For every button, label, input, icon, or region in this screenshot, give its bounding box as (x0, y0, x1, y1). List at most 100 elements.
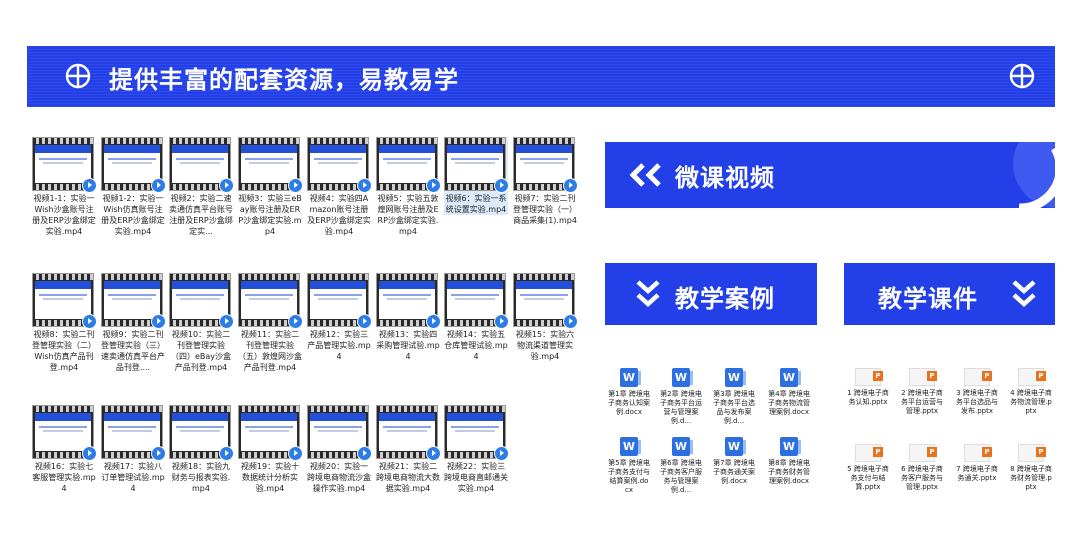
video-thumbnail (238, 405, 303, 461)
decorative-arc-icon (1013, 142, 1055, 208)
play-icon (82, 178, 97, 193)
video-file-name: 视频11：实验二刊登管理实验（五）敦煌网沙盒产品刊登.mp4 (238, 330, 302, 372)
video-file-item[interactable]: 视频20：实验一跨境电商物流沙盒操作实验.mp4 (307, 405, 372, 494)
pptx-file-item[interactable]: P 1 跨境电子商务认知.pptx (846, 368, 890, 407)
video-thumbnail (376, 137, 441, 193)
video-file-item[interactable]: 视频18：实验九财务与报表实验.mp4 (169, 405, 234, 494)
pptx-file-name: 8 跨境电子商务财务管理.pptx (1010, 465, 1052, 491)
docx-file-name: 第3章 跨境电子商务平台选品与发布案例.d... (713, 390, 755, 425)
video-file-item[interactable]: 视频3：实验三eBay账号注册及ERP沙盒绑定实验.mp4 (238, 137, 303, 237)
video-file-item[interactable]: 视频15：实验六物流渠道管理实验.mp4 (513, 273, 578, 362)
video-file-item[interactable]: 视频17：实验八订单管理试验.mp4 (101, 405, 166, 494)
video-file-item[interactable]: 视频7：实验二刊登管理实验（一）商品采集(1).mp4 (513, 137, 578, 226)
play-icon (288, 446, 303, 461)
video-file-name: 视频21：实验二跨境电商物流大数据实验.mp4 (376, 462, 440, 493)
video-file-name: 视频9：实验二刊登管理实验（三）速卖通仿真平台产品刊登.... (101, 330, 165, 372)
video-file-item[interactable]: 视频19：实验十数据统计分析实验.mp4 (238, 405, 303, 494)
pptx-file-name: 6 跨境电子商务客户服务与管理.pptx (901, 465, 943, 491)
video-file-item[interactable]: 视频9：实验二刊登管理实验（三）速卖通仿真平台产品刊登.... (101, 273, 166, 373)
video-file-item[interactable]: 视频6：实验一系统设置实验.mp4 (444, 137, 509, 215)
double-chevron-left-icon (629, 163, 661, 187)
video-file-name: 视频7：实验二刊登管理实验（一）商品采集(1).mp4 (513, 194, 577, 225)
play-icon (82, 314, 97, 329)
micro-video-tile[interactable]: 微课视频 (605, 142, 1055, 208)
play-icon (151, 178, 166, 193)
micro-video-label: 微课视频 (675, 164, 775, 192)
docx-file-name: 第6章 跨境电子商务客户服务与管理案例.d... (660, 459, 702, 494)
docx-file-item[interactable]: W 第6章 跨境电子商务客户服务与管理案例.d... (660, 437, 702, 495)
teaching-cases-label: 教学案例 (675, 285, 775, 313)
plus-circle-icon (65, 63, 91, 89)
video-file-name: 视频18：实验九财务与报表实验.mp4 (171, 462, 231, 493)
video-file-name: 视频8：实验二刊登管理实验（二）Wish仿真产品刊登.mp4 (32, 330, 96, 372)
play-icon (219, 178, 234, 193)
video-file-item[interactable]: 视频14：实验五仓库管理试验.mp4 (444, 273, 509, 362)
video-thumbnail (169, 137, 234, 193)
pptx-file-name: 7 跨境电子商务通关.pptx (956, 465, 998, 482)
teaching-cases-tile[interactable]: 教学案例 (605, 263, 817, 325)
ppt-file-icon: P (1018, 444, 1046, 462)
video-thumbnail (101, 273, 166, 329)
video-file-item[interactable]: 视频10：实验二刊登管理实验（四）eBay沙盒产品刊登.mp4 (169, 273, 234, 373)
video-thumbnail (32, 137, 97, 193)
play-icon (494, 446, 509, 461)
video-file-name: 视频6：实验一系统设置实验.mp4 (445, 194, 507, 214)
video-thumbnail (238, 137, 303, 193)
play-icon (82, 446, 97, 461)
video-file-item[interactable]: 视频16：实验七客服管理实验.mp4 (32, 405, 97, 494)
word-file-icon: W (672, 368, 693, 387)
video-file-item[interactable]: 视频4：实验四Amazon账号注册及ERP沙盒绑定实验.mp4 (307, 137, 372, 237)
video-file-name: 视频1-1：实验一Wish沙盒账号注册及ERP沙盒绑定实验.mp4 (32, 194, 96, 236)
video-thumbnail (376, 405, 441, 461)
video-file-name: 视频5：实验五敦煌网账号注册及ERP沙盒绑定实验.mp4 (377, 194, 439, 236)
ppt-file-icon: P (855, 444, 883, 462)
video-file-item[interactable]: 视频11：实验二刊登管理实验（五）敦煌网沙盒产品刊登.mp4 (238, 273, 303, 373)
word-file-icon: W (672, 437, 693, 456)
word-file-icon: W (780, 368, 801, 387)
ppt-file-icon: P (855, 368, 883, 386)
video-file-name: 视频14：实验五仓库管理试验.mp4 (444, 330, 508, 361)
video-file-item[interactable]: 视频12：实验三产品管理实验.mp4 (307, 273, 372, 362)
video-file-item[interactable]: 视频5：实验五敦煌网账号注册及ERP沙盒绑定实验.mp4 (376, 137, 441, 237)
video-file-name: 视频19：实验十数据统计分析实验.mp4 (240, 462, 300, 493)
play-icon (219, 314, 234, 329)
double-chevron-down-icon (636, 280, 660, 308)
video-thumbnail (444, 273, 509, 329)
pptx-file-item[interactable]: P 8 跨境电子商务财务管理.pptx (1009, 444, 1053, 492)
play-icon (357, 314, 372, 329)
video-thumbnail (444, 405, 509, 461)
video-file-name: 视频15：实验六物流渠道管理实验.mp4 (515, 330, 575, 361)
video-file-name: 视频10：实验二刊登管理实验（四）eBay沙盒产品刊登.mp4 (170, 330, 232, 372)
video-file-name: 视频1-2：实验一Wish仿真账号注册及ERP沙盒绑定实验.mp4 (101, 194, 165, 236)
video-file-item[interactable]: 视频8：实验二刊登管理实验（二）Wish仿真产品刊登.mp4 (32, 273, 97, 373)
video-file-item[interactable]: 视频13：实验四采购管理试验.mp4 (376, 273, 441, 362)
video-file-item[interactable]: 视频22：实验三跨境电商直邮通关实验.mp4 (444, 405, 509, 494)
double-chevron-down-icon (1012, 280, 1036, 308)
video-file-item[interactable]: 视频2：实验二速卖通仿真平台账号注册及ERP沙盒绑定实... (169, 137, 234, 237)
video-file-item[interactable]: 视频1-2：实验一Wish仿真账号注册及ERP沙盒绑定实验.mp4 (101, 137, 166, 237)
video-thumbnail (101, 405, 166, 461)
courseware-tile[interactable]: 教学课件 (844, 263, 1055, 325)
ppt-file-icon: P (909, 368, 937, 386)
video-thumbnail (307, 273, 372, 329)
docx-file-name: 第5章 跨境电子商务支付与结算案例.docx (608, 459, 650, 494)
courseware-label: 教学课件 (878, 285, 978, 313)
ppt-file-icon: P (964, 368, 992, 386)
play-icon (151, 314, 166, 329)
video-file-item[interactable]: 视频1-1：实验一Wish沙盒账号注册及ERP沙盒绑定实验.mp4 (32, 137, 97, 237)
pptx-file-name: 1 跨境电子商务认知.pptx (847, 389, 889, 406)
video-file-item[interactable]: 视频21：实验二跨境电商物流大数据实验.mp4 (376, 405, 441, 494)
